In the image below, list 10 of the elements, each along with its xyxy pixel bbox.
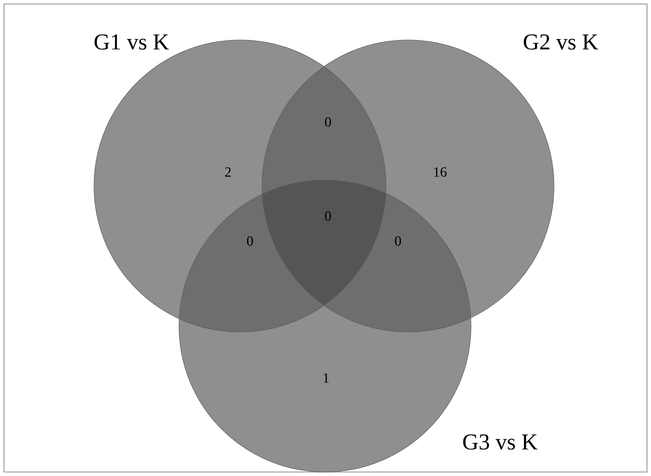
region-count: 0: [247, 236, 253, 246]
region-count: 0: [395, 236, 401, 246]
region-count: 1: [324, 373, 329, 383]
region-count: 0: [325, 211, 331, 221]
region-count: 0: [325, 117, 331, 127]
set-label: G2 vs K: [524, 34, 598, 50]
set-label: G3 vs K: [463, 434, 538, 450]
set-label: G1 vs K: [94, 34, 169, 50]
region-count: 2: [225, 167, 231, 177]
region-count: 16: [434, 167, 447, 177]
